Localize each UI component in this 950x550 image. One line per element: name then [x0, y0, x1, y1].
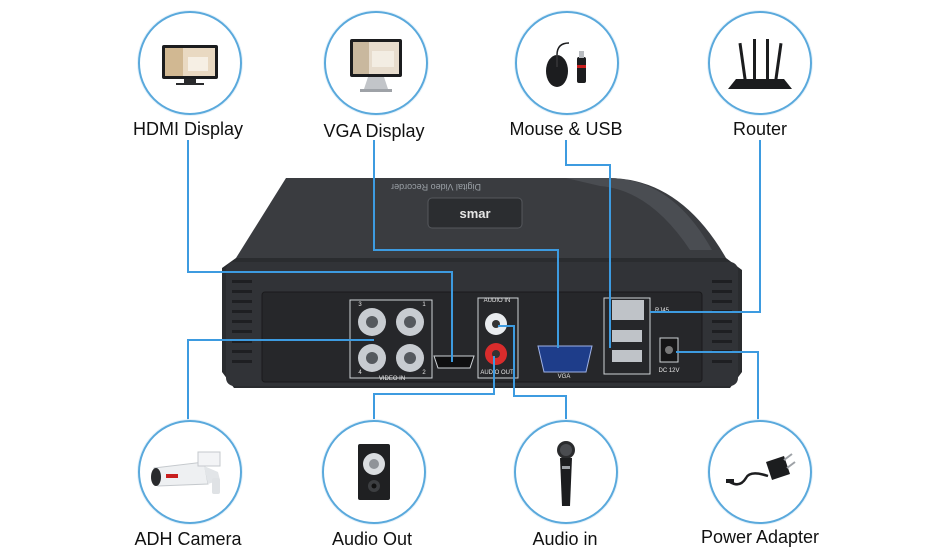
- router-icon: [728, 39, 792, 89]
- mouse-usb-node: [515, 11, 619, 115]
- power-wire: [676, 351, 759, 420]
- brand-logo: smar: [459, 206, 491, 221]
- vga-wire: [373, 140, 559, 348]
- bullet-camera-icon: [151, 451, 221, 494]
- vga-port-label: VGA: [557, 374, 571, 380]
- hdmi-display-node: [138, 11, 242, 115]
- hdmi-display-label: HDMI Display: [132, 119, 244, 139]
- speaker-icon: [358, 444, 390, 500]
- audio-out-port-label: AUDIO OUT: [480, 370, 514, 376]
- camera-wire: [187, 339, 374, 420]
- mouse-usb-icon: [546, 42, 586, 87]
- microphone-icon: [557, 441, 575, 506]
- vga-display-label: VGA Display: [323, 121, 425, 141]
- power-adapter-icon: [726, 453, 796, 486]
- channel-2-label: 2: [422, 370, 426, 376]
- hdmi-wire: [187, 140, 453, 362]
- monitor-icon: [162, 45, 218, 85]
- channel-4-label: 4: [358, 370, 362, 376]
- audio-in-wire: [498, 325, 567, 420]
- adh-camera-label: ADH Camera: [134, 529, 242, 549]
- audio-out-label: Audio Out: [331, 529, 413, 549]
- audio-out-wire: [373, 356, 495, 420]
- router-node: [708, 11, 812, 115]
- adh-camera-node: [138, 420, 242, 524]
- channel-1-label: 1: [422, 302, 426, 308]
- audio-in-port-label: AUDIO IN: [483, 298, 511, 304]
- usb-wire: [565, 140, 611, 348]
- router-label: Router: [732, 119, 788, 139]
- power-adapter-label: Power Adapter: [700, 527, 820, 547]
- audio-out-node: [322, 420, 426, 524]
- mouse-usb-label: Mouse & USB: [509, 119, 623, 139]
- power-adapter-node: [708, 420, 812, 524]
- channel-3-label: 3: [358, 302, 362, 308]
- dc-port-label: DC 12V: [658, 368, 680, 374]
- video-in-port-label: VIDEO IN: [378, 376, 406, 382]
- audio-in-label: Audio in: [532, 529, 598, 549]
- desktop-monitor-icon: [350, 39, 402, 92]
- vga-display-node: [324, 11, 428, 115]
- audio-in-node: [514, 420, 618, 524]
- router-wire: [650, 140, 761, 313]
